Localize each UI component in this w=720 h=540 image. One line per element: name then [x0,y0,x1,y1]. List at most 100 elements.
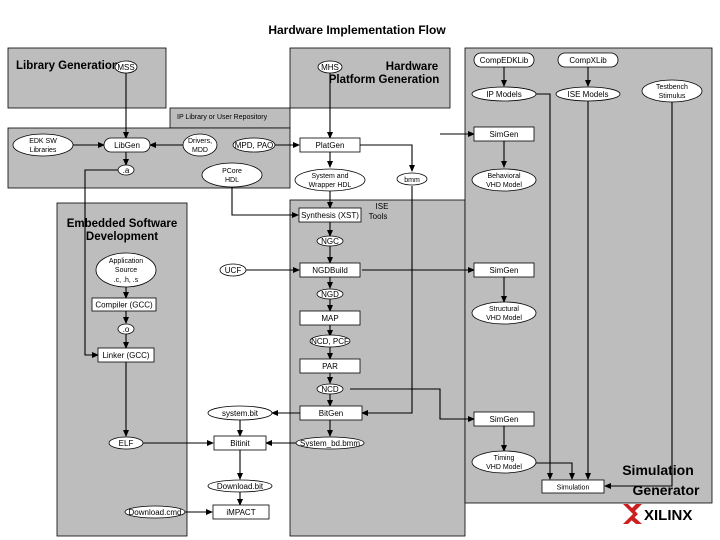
mpd-pao-label: MPD, PAO [235,141,274,150]
timing-vhd-model-label: VHD Model [486,464,522,471]
arrow-ipmodels-simulation [536,93,553,480]
simgen-structural-node [473,262,535,278]
ngd-label: NGD [321,290,339,299]
application-source-file [95,252,157,288]
arrow-a-linker [84,169,118,358]
ip-models-file [471,86,537,102]
simgen-behavioral-node [473,126,535,142]
stimulus-label: Stimulus [659,93,686,100]
embedded-software-label: Embedded Software [67,218,178,230]
libgen-node [103,137,151,153]
arrow-testbench-simulation [604,102,673,489]
download-bit-label: Download.bit [217,482,264,491]
comp-xlib-node [557,52,619,68]
hdl-label: HDL [225,177,239,184]
ise-models-label: ISE Models [568,90,609,99]
bmm-file [396,172,428,186]
bmm-label: bmm [404,177,420,184]
testbench-label: Testbench [656,84,688,91]
behavioral-label: Behavioral [487,173,521,180]
hardware-platform-generation-panel [289,47,451,109]
linker-node [97,347,155,363]
arrow-bmm-bitgen [361,186,413,416]
download-bit-file [207,479,273,493]
simulation-label: Simulation [557,485,590,492]
xilinx-wordmark: XILINX [644,507,692,524]
a-label: .a [123,166,130,175]
source-label: Source [115,267,137,274]
ngdbuild-node [299,262,361,278]
ip-repository-label: IP Library or User Repository [177,114,268,121]
mhs-label: MHS [321,63,339,72]
structural-vhd-model-label: VHD Model [486,315,522,322]
ucf-file [219,263,247,277]
ise-models-file [555,86,621,102]
bitinit-node [213,435,267,451]
library-generation-label: Library Generation [16,60,119,72]
ngc-file [316,235,344,247]
simulation-node [541,479,605,494]
compiler-label: Compiler (GCC) [95,301,153,310]
arrow-platgen-bmm [360,144,415,172]
simgen-3-label: SimGen [490,415,519,424]
tools-label: Tools [369,212,388,221]
system-wrapper-hdl-file [294,168,366,192]
ngdbuild-label: NGDBuild [312,266,348,275]
system-bd-bmm-file [295,436,365,450]
download-cmd-file [124,505,186,519]
bitgen-node [299,405,363,421]
platgen-node [299,137,361,153]
drivers-label: Drivers, [188,138,212,145]
libraries-label: Libraries [30,147,57,154]
par-node [299,358,361,374]
ise-label: ISE [376,202,389,211]
development-label: Development [86,231,158,243]
structural-vhd-file [471,301,537,325]
arrow-ncd-simgen [350,388,475,422]
arrow-timing-simulation [534,462,575,480]
ncd-pcf-file [309,334,351,348]
bitinit-label: Bitinit [230,439,250,448]
comp-edk-lib-label: CompEDKLib [480,56,529,65]
mpd-pao-file [232,137,276,153]
edk-sw-label: EDK SW [29,138,57,145]
structural-label: Structural [489,306,519,313]
ncd-file [316,383,344,395]
ip-models-label: IP Models [486,90,521,99]
synthesis-node [298,207,362,223]
simgen-timing-node [473,411,535,427]
behavioral-vhd-file [471,168,537,192]
mhs-file [317,60,343,74]
ucf-label: UCF [225,266,242,275]
source-extensions-label: .c, .h, .s [114,277,139,284]
linker-label: Linker (GCC) [102,351,149,360]
arrow-pcore-synthesis [231,187,299,218]
synthesis-label: Synthesis (XST) [301,211,359,220]
impact-label: iMPACT [226,508,255,517]
library-generation-panel [7,47,167,109]
bitgen-label: BitGen [319,409,343,418]
a-file [117,164,135,176]
xilinx-logo-icon: XILINX [623,504,692,524]
libgen-label: LibGen [114,141,140,150]
system-bit-file [207,405,273,421]
mss-label: MSS [117,63,134,72]
simulation-generator-label: Simulation [622,462,694,478]
pcore-label: PCore [222,168,242,175]
behavioral-vhd-model-label: VHD Model [486,182,522,189]
ncd-label: NCD [321,385,339,394]
map-node [299,310,361,326]
system-and-label: System and [312,173,349,180]
simgen-1-label: SimGen [490,130,519,139]
download-cmd-label: Download.cmd [129,508,182,517]
map-label: MAP [321,314,338,323]
compiler-node [91,297,157,312]
o-file [117,323,135,335]
impact-node [212,504,270,520]
testbench-stimulus-file [641,79,703,103]
system-bd-bmm-label: System_bd.bmm [300,439,360,448]
edk-sw-libraries-file [12,133,74,157]
hardware-label: Hardware [386,61,438,73]
wrapper-hdl-label: Wrapper HDL [309,182,352,189]
